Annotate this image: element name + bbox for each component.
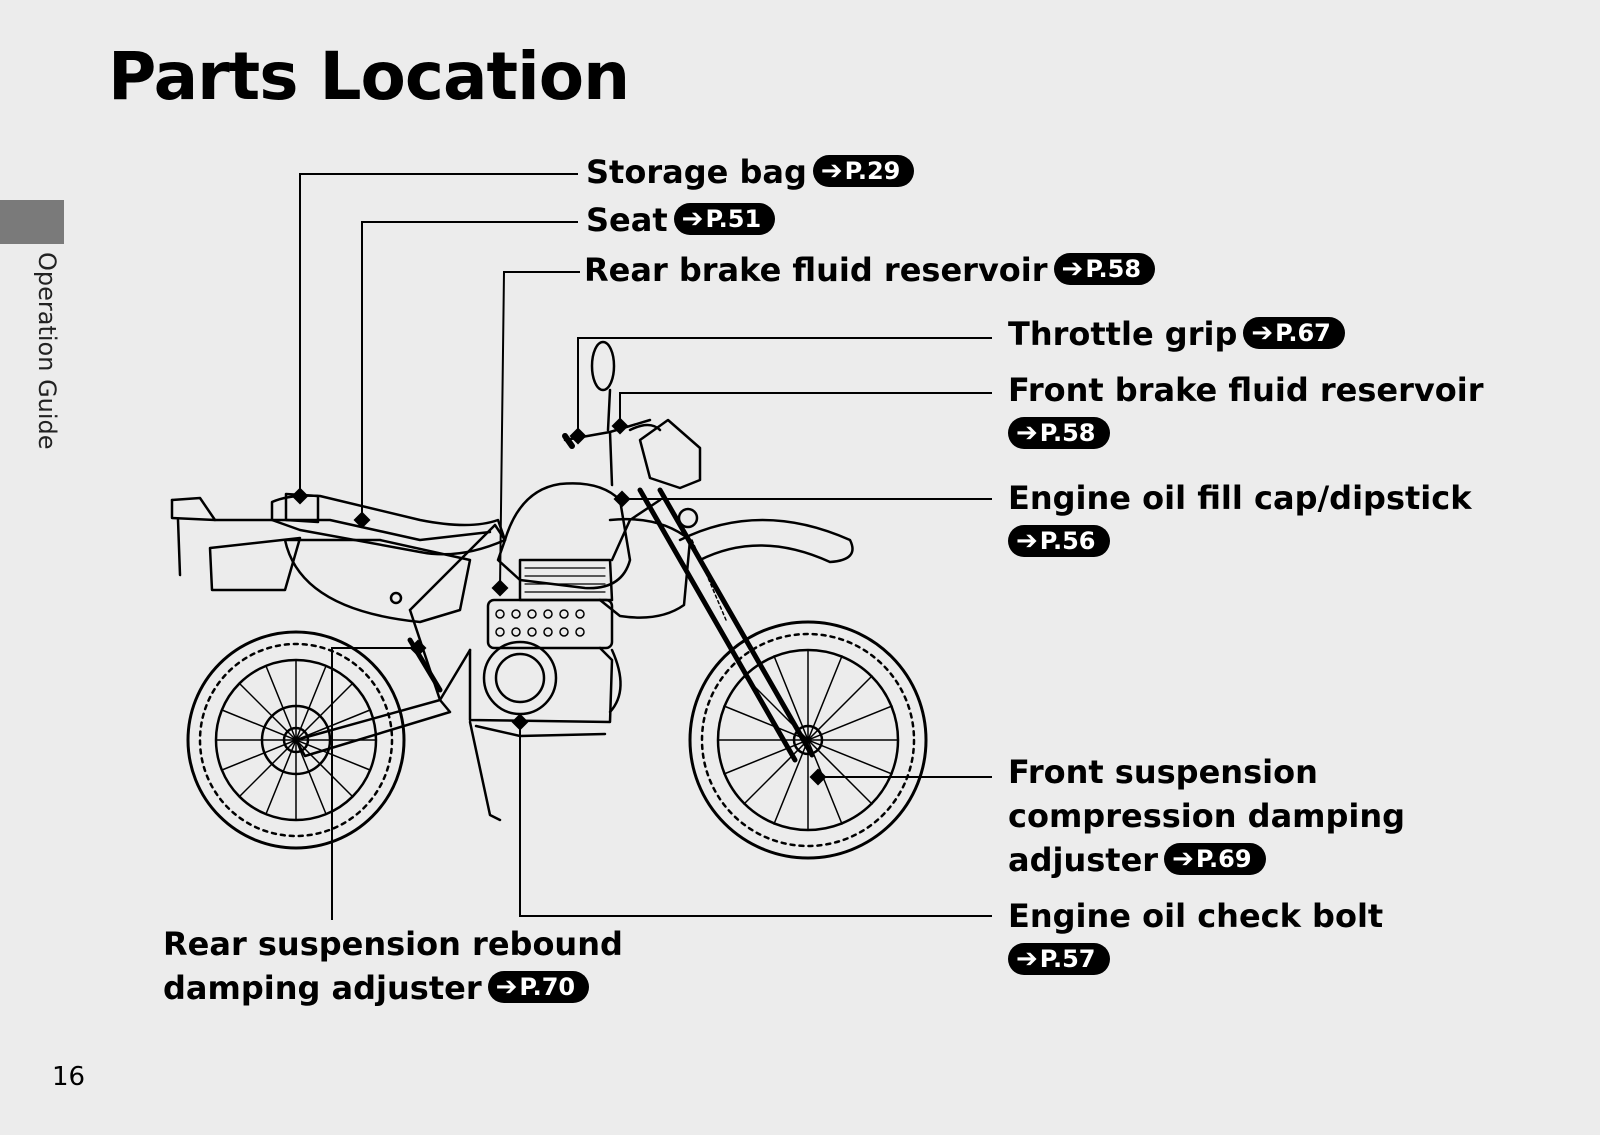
leader-throttle-grip — [577, 337, 992, 436]
label-engine-oil-fill: Engine oil fill cap/dipstick ➔P.56 — [1008, 476, 1472, 564]
leader-rear-brake-fluid — [499, 271, 580, 589]
label-storage-bag: Storage bag➔P.29 — [586, 150, 915, 194]
page-number: 16 — [52, 1062, 86, 1092]
arrow-right-icon: ➔ — [1172, 844, 1194, 874]
page-ref-badge[interactable]: ➔P.29 — [812, 155, 915, 187]
label-text-line2: compression damping — [1008, 797, 1406, 835]
page-ref-badge[interactable]: ➔P.67 — [1243, 317, 1345, 349]
page-ref-badge[interactable]: ➔P.56 — [1008, 525, 1110, 557]
label-rear-brake-fluid: Rear brake fluid reservoir➔P.58 — [584, 248, 1156, 292]
page-ref-badge[interactable]: ➔P.58 — [1008, 417, 1110, 449]
arrow-right-icon: ➔ — [1061, 254, 1084, 284]
arrow-right-icon: ➔ — [1251, 318, 1274, 348]
page-title: Parts Location — [108, 38, 630, 115]
page-ref-badge[interactable]: ➔P.70 — [487, 971, 590, 1003]
arrow-right-icon: ➔ — [820, 156, 843, 186]
label-text-line2: damping adjuster — [163, 969, 482, 1007]
label-front-brake-fluid: Front brake fluid reservoir ➔P.58 — [1008, 368, 1483, 456]
arrow-right-icon: ➔ — [1016, 526, 1038, 556]
label-text: Throttle grip — [1008, 315, 1238, 353]
label-text-line1: Front suspension — [1008, 753, 1318, 791]
arrow-right-icon: ➔ — [1016, 418, 1038, 448]
page-ref-badge[interactable]: ➔P.69 — [1164, 843, 1266, 875]
arrow-right-icon: ➔ — [495, 972, 518, 1002]
page-ref-badge[interactable]: ➔P.58 — [1053, 253, 1156, 285]
page-ref-badge[interactable]: ➔P.57 — [1008, 943, 1110, 975]
label-text-line1: Rear suspension rebound — [163, 925, 623, 963]
arrow-right-icon: ➔ — [681, 204, 704, 234]
label-engine-oil-check: Engine oil check bolt ➔P.57 — [1008, 894, 1383, 982]
label-text: Engine oil check bolt — [1008, 897, 1384, 935]
label-text: Front brake fluid reservoir — [1008, 371, 1484, 409]
leader-engine-oil-check — [519, 722, 992, 917]
label-front-suspension: Front suspension compression damping adj… — [1008, 750, 1405, 882]
label-text: Storage bag — [586, 153, 807, 191]
label-text: Rear brake fluid reservoir — [584, 251, 1048, 289]
label-text: Engine oil fill cap/dipstick — [1008, 479, 1472, 517]
section-tab-marker — [0, 200, 64, 244]
leader-markers — [291, 417, 827, 786]
page-ref-badge[interactable]: ➔P.51 — [673, 203, 776, 235]
leader-storage-bag — [299, 173, 578, 496]
leader-seat — [361, 221, 578, 520]
leader-front-brake-fluid — [619, 392, 992, 426]
label-text: Seat — [586, 201, 668, 239]
section-label: Operation Guide — [33, 252, 61, 450]
motorcycle-illustration — [170, 340, 928, 860]
label-throttle-grip: Throttle grip➔P.67 — [1008, 312, 1345, 356]
label-rear-suspension: Rear suspension rebound damping adjuster… — [163, 922, 623, 1010]
leader-lines — [299, 173, 992, 920]
arrow-right-icon: ➔ — [1016, 944, 1038, 974]
leader-rear-suspension — [331, 647, 418, 920]
label-text-line3: adjuster — [1008, 841, 1159, 879]
label-seat: Seat➔P.51 — [586, 198, 776, 242]
